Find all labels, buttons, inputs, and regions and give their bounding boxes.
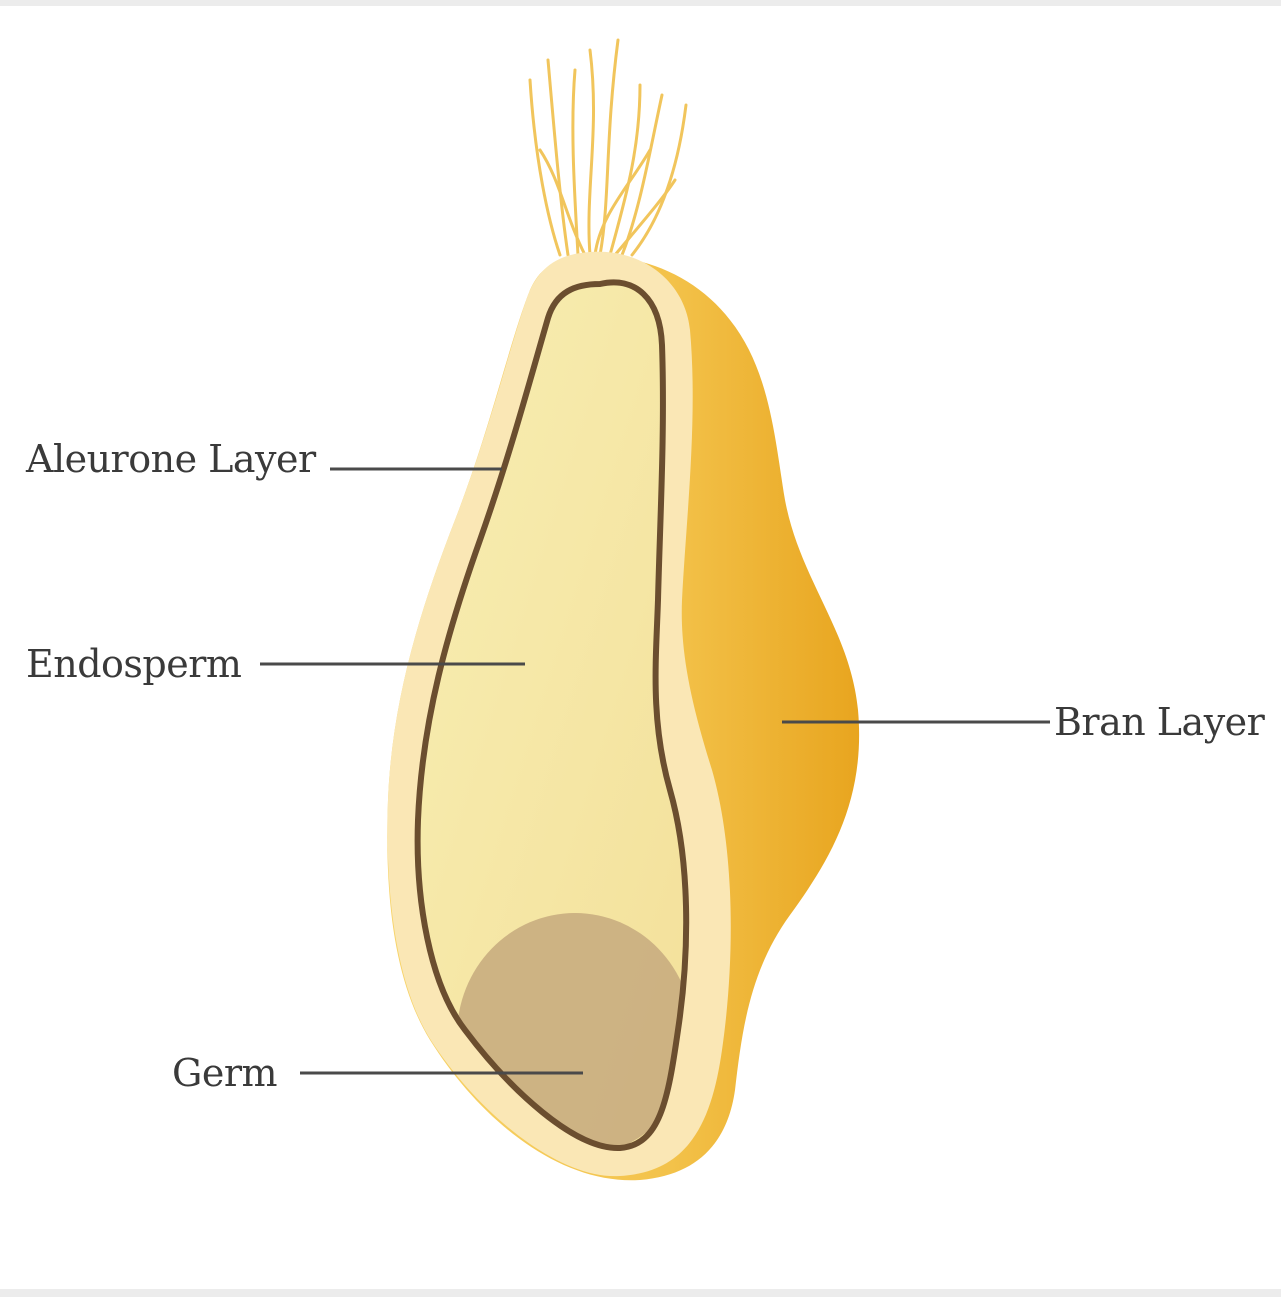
endosperm-label: Endosperm bbox=[26, 642, 241, 686]
germ-label: Germ bbox=[172, 1051, 277, 1095]
bran-layer-label: Bran Layer bbox=[1054, 700, 1266, 744]
aleurone-layer-label: Aleurone Layer bbox=[25, 437, 317, 481]
hair-strands bbox=[530, 40, 686, 255]
